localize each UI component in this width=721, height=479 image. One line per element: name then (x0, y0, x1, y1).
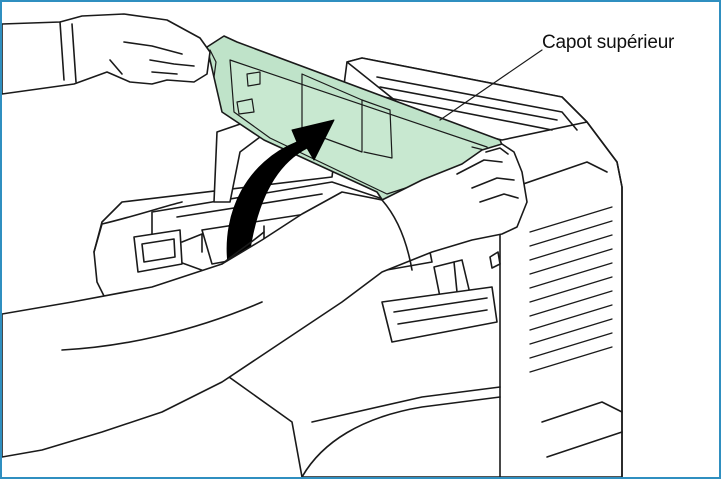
right-hand-arm (2, 143, 528, 458)
top-cover-callout-label: Capot supérieur (542, 32, 675, 53)
left-hand-top (2, 13, 211, 95)
callout-leader-line (439, 49, 543, 121)
curved-up-arrow-icon (226, 119, 335, 265)
